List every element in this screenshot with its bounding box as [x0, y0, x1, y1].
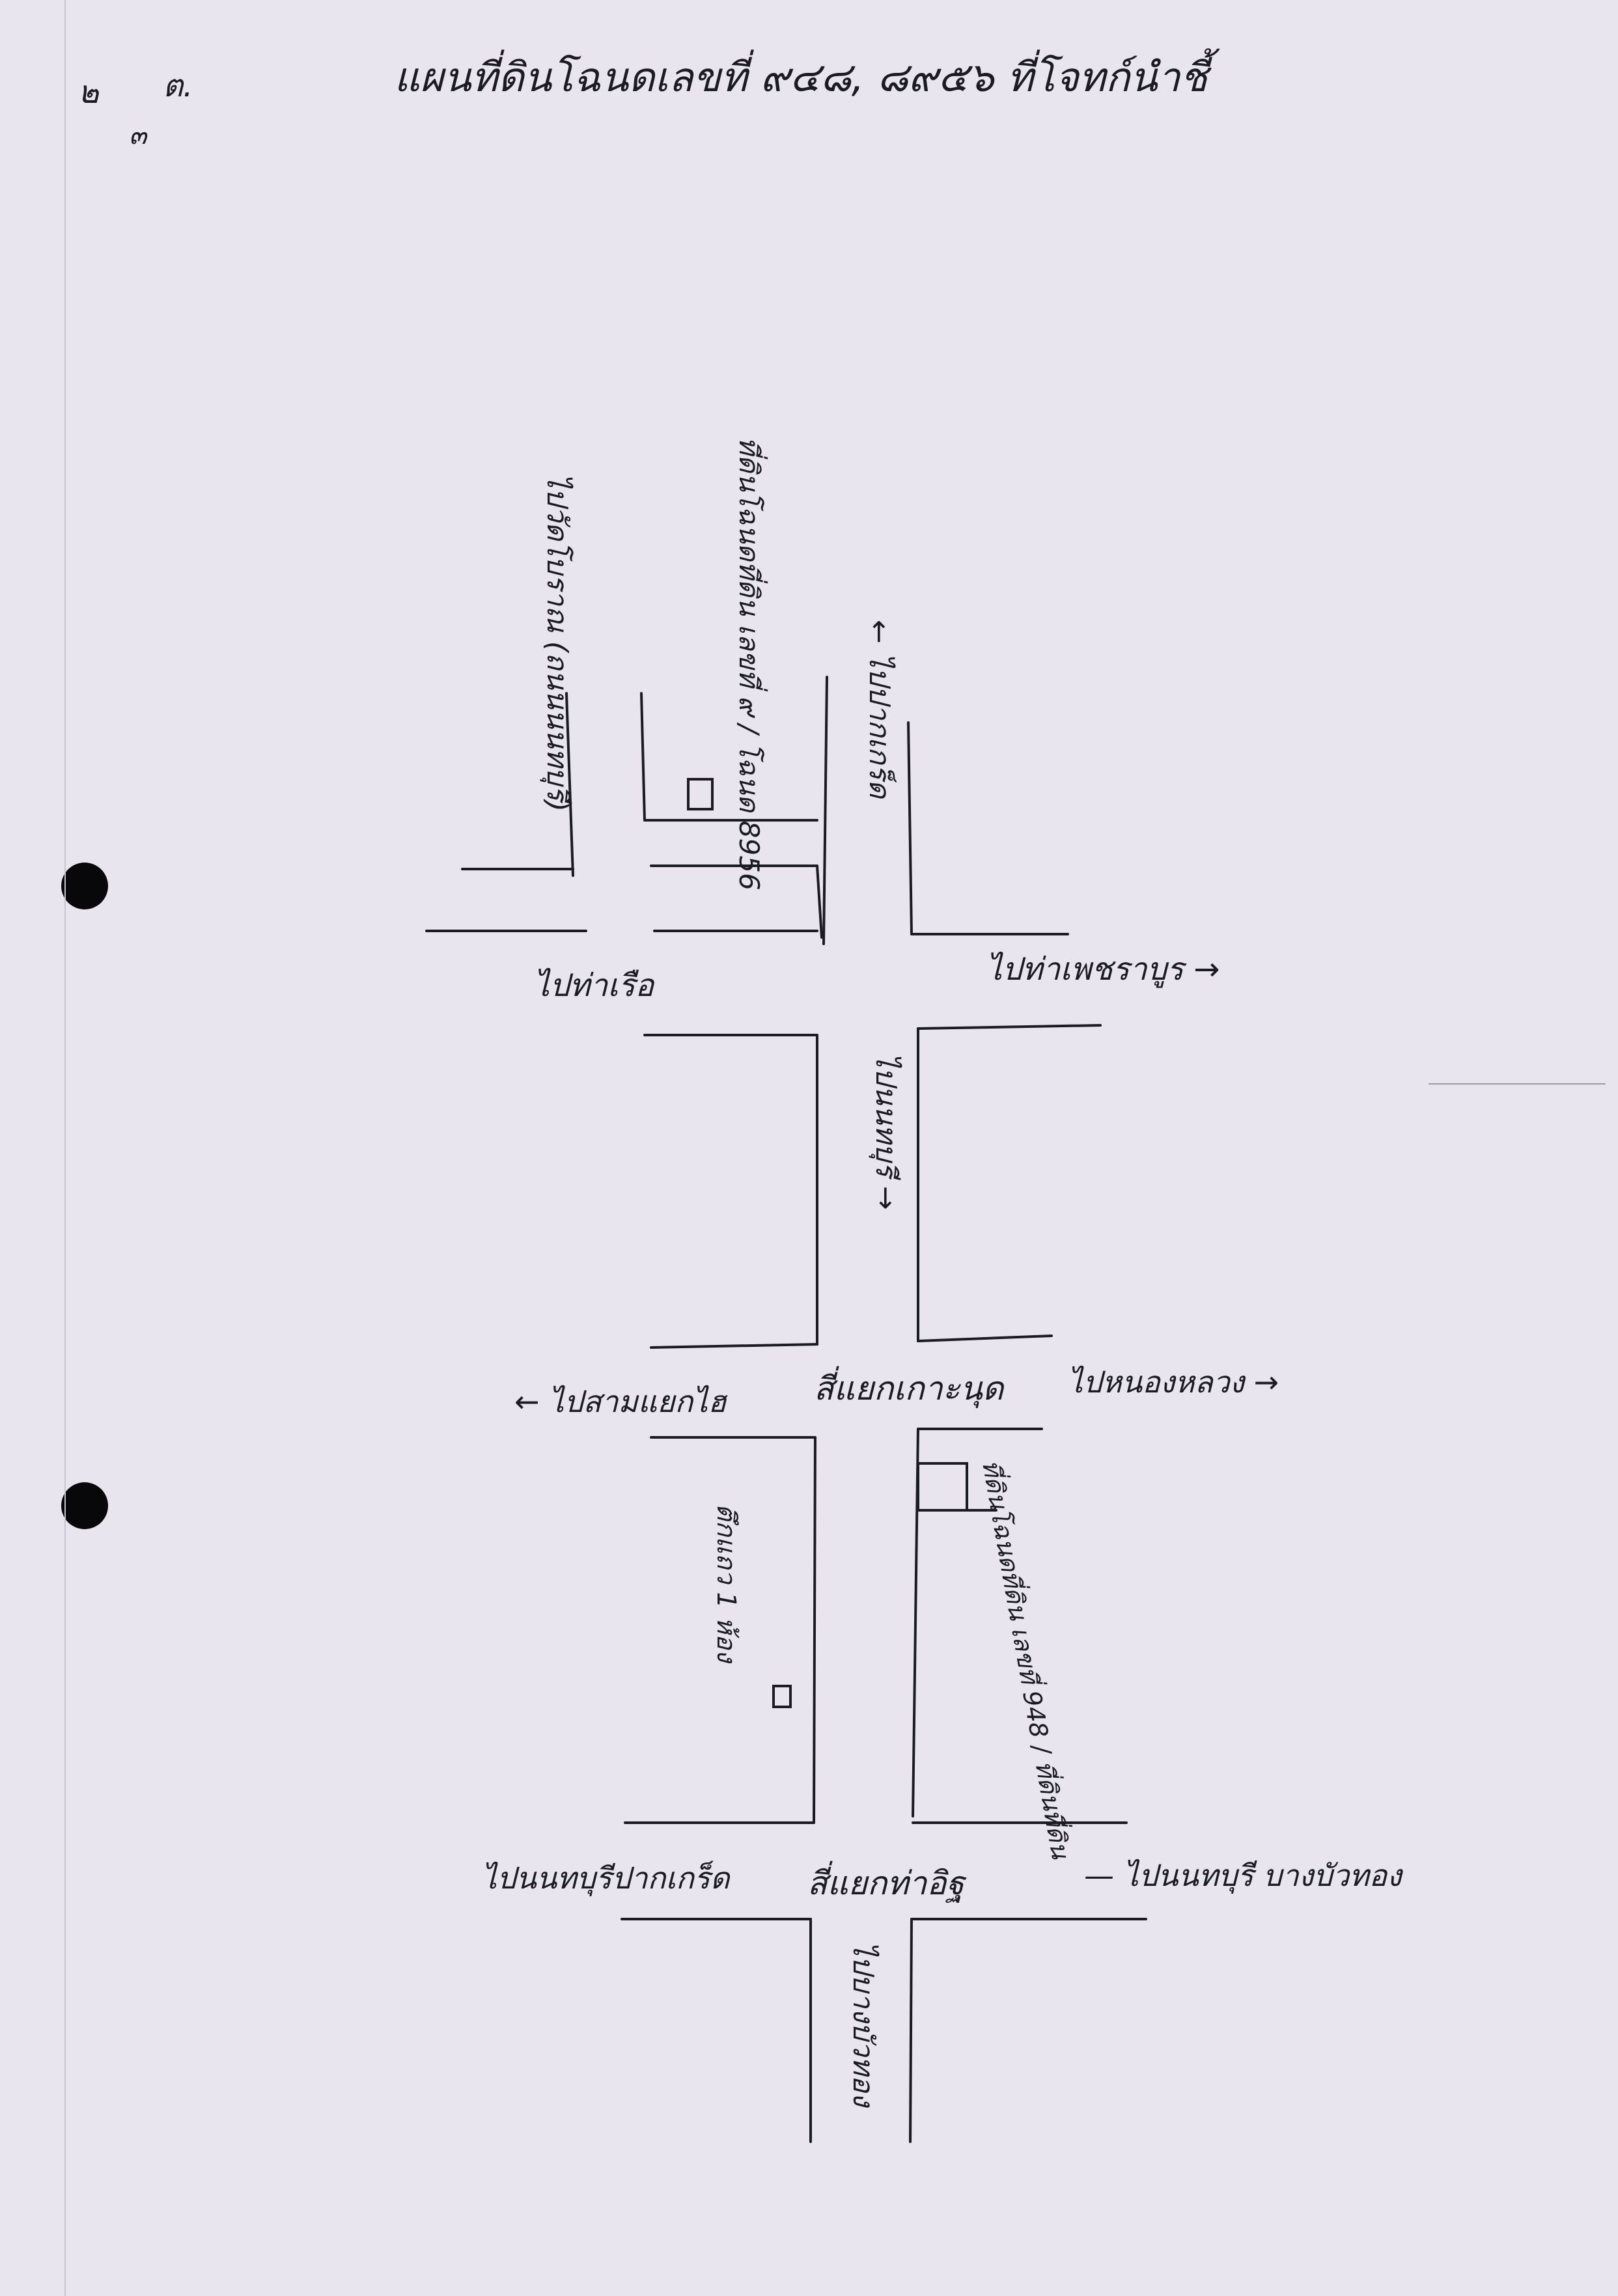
road-label-center: ไปนนทบุรี → — [869, 1053, 902, 1210]
document-title: แผนที่ดินโฉนดเลขที่ ๙๔๘, ๘๙๕๖ ที่โจทก์นำ… — [394, 53, 1208, 101]
road-label-north-left: ไปวัดโบราณ (ถนนนนทบุรี) — [540, 473, 574, 812]
junction-label-bottom: สี่แยกท่าอิฐ — [807, 1864, 964, 1902]
page-fraction-bottom: ๓ — [129, 120, 147, 150]
punch-hole-top — [61, 863, 108, 909]
road-label-south: ไปบางบัวทอง — [846, 1941, 880, 2107]
direction-label-west-bottom: ไปนนทบุรีปากเกร็ด — [482, 1860, 730, 1896]
page-number: ๒ — [78, 74, 99, 111]
plot-left-label: ตึกแถว 1 ห้อง — [711, 1504, 741, 1663]
direction-label-east-mid: ไปหนองหลวง → — [1068, 1364, 1279, 1400]
direction-label-west-mid: ← ไปสามแยกไฮ — [514, 1384, 727, 1419]
direction-label-west-top: ไปท่าเรือ — [534, 967, 654, 1004]
punch-hole-bottom — [61, 1482, 108, 1529]
target-plot-label: ที่ดินโฉนดที่ดิน เลขที่ ๙ / โฉนด 8956 — [733, 437, 765, 891]
road-label-north-right: ← ไปปากเกร็ด — [863, 620, 896, 799]
direction-label-east-top: ไปท่าเพชราบูร → — [986, 951, 1220, 988]
page-number-suffix: ต. — [163, 68, 193, 104]
direction-label-east-bottom: — ไปนนทบุรี บางบัวทอง — [1084, 1858, 1402, 1893]
junction-label-mid: สี่แยกเกาะนุด — [814, 1370, 1004, 1407]
